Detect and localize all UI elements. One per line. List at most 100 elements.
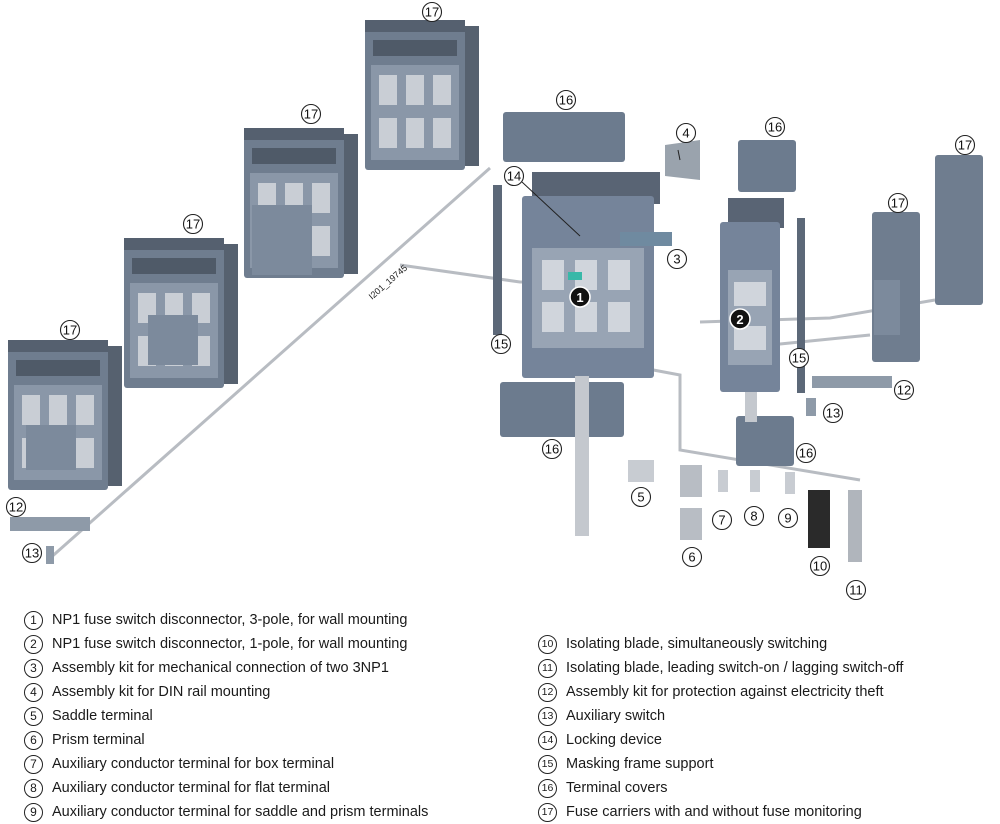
svg-text:17: 17 (958, 138, 972, 153)
callout-16-b: 16 (764, 116, 786, 138)
svg-text:16: 16 (799, 446, 813, 461)
legend-text: Auxiliary conductor terminal for box ter… (52, 756, 335, 772)
legend-number: 1 (24, 610, 43, 630)
legend-number: 15 (538, 754, 557, 774)
legend-text: Assembly kit for protection against elec… (566, 684, 884, 700)
drawing-id: I201_19745 (367, 263, 409, 302)
legend-number: 16 (538, 778, 557, 798)
callout-6: 6 (681, 546, 703, 568)
callout-13-b: 13 (21, 542, 43, 564)
legend-number: 13 (538, 706, 557, 726)
legend-text: NP1 fuse switch disconnector, 1-pole, fo… (52, 636, 408, 652)
callout-15-b: 15 (788, 347, 810, 369)
masking-frame-support-left (493, 185, 502, 335)
callout-13-a: 13 (822, 402, 844, 424)
carrier-monitor-box-1 (26, 425, 76, 470)
svg-text:15: 15 (792, 351, 806, 366)
legend-text: Isolating blade, simultaneously switchin… (566, 636, 828, 652)
svg-text:13: 13 (25, 546, 39, 561)
callout-17-c: 17 (182, 213, 204, 235)
isolating-blade-leading (848, 490, 862, 562)
legend-item: 4 Assembly kit for DIN rail mounting (24, 680, 428, 704)
legend-text: Fuse carriers with and without fuse moni… (566, 804, 862, 820)
legend-number: 2 (24, 634, 43, 654)
leader-din-rail-kit (677, 149, 681, 161)
aux-terminal-saddle (785, 472, 795, 494)
fuse-carrier-group-left (8, 20, 479, 490)
svg-text:10: 10 (813, 559, 827, 574)
callout-12-a: 12 (893, 379, 915, 401)
fuse-carrier-group-right (872, 155, 983, 362)
svg-text:16: 16 (559, 93, 573, 108)
callout-17-f: 17 (954, 134, 976, 156)
svg-text:4: 4 (682, 126, 689, 141)
callout-5: 5 (630, 486, 652, 508)
svg-text:7: 7 (718, 513, 725, 528)
accessories (10, 140, 892, 564)
legend-number: 7 (24, 754, 43, 774)
legend-item: 7 Auxiliary conductor terminal for box te… (24, 752, 428, 776)
callout-12-b: 12 (5, 496, 27, 518)
callout-3: 3 (666, 248, 688, 270)
theft-protection-kit-right (812, 376, 892, 388)
legend-item: 1 NP1 fuse switch disconnector, 3-pole, f… (24, 608, 428, 632)
svg-text:16: 16 (768, 120, 782, 135)
svg-text:17: 17 (891, 196, 905, 211)
terminal-cover-top-3pole (503, 112, 625, 162)
legend-text: Masking frame support (566, 756, 714, 772)
fuse-carrier-4 (365, 20, 479, 170)
callout-17-a: 17 (421, 1, 443, 23)
box-terminal (680, 465, 702, 497)
switch-disconnector-3-pole (522, 172, 660, 536)
theft-protection-kit-left (10, 517, 90, 531)
svg-text:6: 6 (688, 550, 695, 565)
legend-text: Auxiliary switch (566, 708, 666, 724)
legend-text: NP1 fuse switch disconnector, 3-pole, fo… (52, 612, 408, 628)
svg-text:9: 9 (784, 511, 791, 526)
terminal-cover-top-1pole (738, 140, 796, 192)
svg-text:17: 17 (186, 217, 200, 232)
legend-text: Assembly kit for DIN rail mounting (52, 684, 271, 700)
svg-text:2: 2 (736, 312, 743, 327)
legend-text: Auxiliary conductor terminal for flat te… (52, 780, 331, 796)
carrier-monitor-box-2 (148, 315, 198, 365)
legend-number: 4 (24, 682, 43, 702)
legend-item: 13 Auxiliary switch (538, 704, 903, 728)
svg-text:17: 17 (63, 323, 77, 338)
callout-16-c: 16 (541, 438, 563, 460)
svg-text:17: 17 (304, 107, 318, 122)
legend-text: Isolating blade, leading switch-on / lag… (566, 660, 904, 676)
svg-text:5: 5 (637, 490, 644, 505)
legend-number: 3 (24, 658, 43, 678)
callout-7: 7 (711, 509, 733, 531)
callout-14: 14 (503, 165, 525, 187)
leader-locking-device (521, 181, 581, 237)
callout-17-b: 17 (300, 103, 322, 125)
legend-number: 14 (538, 730, 557, 750)
legend-item: 2 NP1 fuse switch disconnector, 1-pole, f… (24, 632, 428, 656)
prism-terminal (680, 508, 702, 540)
callout-9: 9 (777, 507, 799, 529)
legend-number: 9 (24, 802, 43, 822)
callout-16-a: 16 (555, 89, 577, 111)
svg-text:12: 12 (897, 383, 911, 398)
legend-item: 15 Masking frame support (538, 752, 903, 776)
din-rail-kit (665, 140, 700, 180)
svg-text:17: 17 (425, 5, 439, 20)
carrier-monitor-box-3 (252, 205, 312, 275)
svg-text:14: 14 (507, 169, 521, 184)
svg-text:13: 13 (826, 406, 840, 421)
callout-8: 8 (743, 505, 765, 527)
mechanical-connection-kit (620, 232, 672, 246)
exploded-assembly-diagram: I201_19745 17 17 17 17 17 17 16 16 16 16… (5, 1, 983, 600)
legend-number: 6 (24, 730, 43, 750)
terminal-cover-bottom-1pole (736, 416, 794, 466)
